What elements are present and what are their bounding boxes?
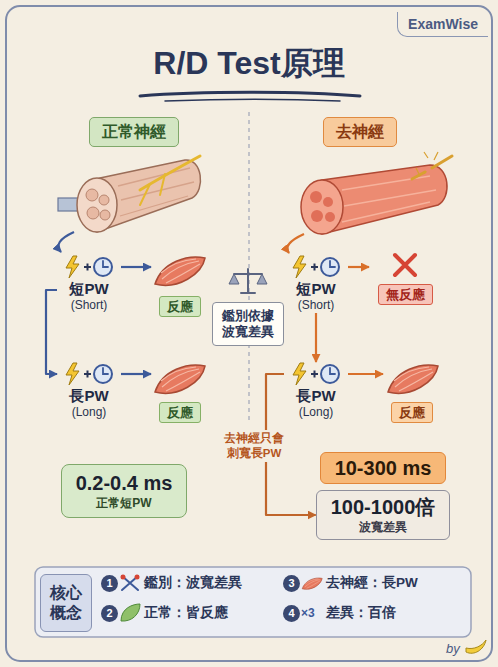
illustration bbox=[121, 575, 126, 580]
node-text: 反應 bbox=[159, 402, 201, 423]
summary-item: 正常：皆反應 bbox=[144, 604, 228, 622]
edge-label: 去神經只會 刺寬長PW bbox=[220, 430, 288, 462]
node-text: 長PW bbox=[284, 387, 348, 405]
illustration bbox=[388, 365, 438, 393]
node-text: 去神經 bbox=[336, 122, 384, 142]
callout-number: 3 bbox=[283, 575, 300, 592]
denervated-muscle-figure bbox=[301, 152, 452, 234]
connector-arrow bbox=[46, 290, 57, 374]
denervated-muscle-figure bbox=[310, 191, 322, 203]
node-text: (Short) bbox=[284, 298, 348, 313]
callout-number: 4 bbox=[283, 605, 300, 622]
signature: by bbox=[446, 641, 460, 657]
brand-tab: ExamWise bbox=[397, 12, 488, 37]
node-text: 正常神經 bbox=[102, 122, 166, 142]
node-text: ExamWise bbox=[408, 15, 478, 33]
illustration bbox=[135, 575, 140, 580]
column-tab: 正常神經 bbox=[89, 117, 179, 147]
denervated-muscle-figure bbox=[325, 212, 335, 222]
illustration bbox=[66, 363, 112, 385]
summary-item: 鑑別：波寬差異 bbox=[144, 574, 242, 592]
illustration bbox=[6, 6, 492, 661]
node-text: 100-1000倍 bbox=[331, 495, 436, 519]
balance-icon bbox=[234, 269, 262, 293]
node-text: 0.2-0.4 ms bbox=[76, 471, 173, 495]
denervated-muscle-figure bbox=[311, 210, 323, 222]
balance-icon bbox=[229, 274, 267, 284]
column-tab: 去神經 bbox=[323, 117, 397, 147]
illustration bbox=[248, 112, 250, 420]
nerve-muscle-figure bbox=[140, 174, 165, 205]
node-text: 正常短PW bbox=[76, 495, 173, 511]
illustration bbox=[165, 100, 340, 102]
icon-label: ×3 bbox=[301, 605, 315, 621]
connector-arrow bbox=[348, 266, 369, 268]
nerve-muscle-figure bbox=[58, 156, 200, 232]
nerve-muscle-figure bbox=[86, 189, 98, 201]
callout-number: 1 bbox=[101, 575, 118, 592]
node-text: 長PW bbox=[57, 387, 121, 405]
balance-icon bbox=[229, 269, 267, 293]
illustration bbox=[287, 234, 304, 253]
illustration bbox=[66, 256, 112, 278]
summary-item: 差異：百倍 bbox=[326, 604, 396, 622]
node-text: 鑑別依據 波寬差異 bbox=[221, 308, 275, 340]
node-text: 波寬差異 bbox=[331, 519, 436, 535]
node-text: (Short) bbox=[57, 298, 121, 313]
nerve-muscle-figure bbox=[100, 210, 110, 220]
illustration bbox=[35, 567, 471, 637]
title: R/D Test原理 bbox=[0, 44, 498, 82]
denervated-muscle-figure bbox=[301, 180, 343, 234]
node-text: 短PW bbox=[57, 280, 121, 298]
node-text: 無反應 bbox=[378, 284, 433, 305]
stimulus-box: 長PW(Long) bbox=[57, 362, 121, 420]
criterion-box: 鑑別依據 波寬差異 bbox=[212, 302, 284, 346]
connector-arrow bbox=[121, 266, 151, 268]
callout-number: 2 bbox=[101, 605, 118, 622]
illustration bbox=[395, 255, 415, 275]
illustration bbox=[293, 256, 339, 278]
value-box: 100-1000倍波寬差異 bbox=[316, 490, 451, 540]
illustration bbox=[140, 92, 360, 96]
denervated-muscle-figure bbox=[416, 152, 438, 176]
illustration bbox=[302, 578, 322, 589]
nerve-muscle-figure bbox=[77, 178, 117, 232]
connector-arrow bbox=[348, 373, 383, 375]
illustration bbox=[155, 365, 205, 393]
value-box: 10-300 ms bbox=[320, 452, 447, 484]
denervated-muscle-figure bbox=[323, 197, 333, 207]
response-box: 反應 bbox=[151, 252, 209, 317]
node-text: 短PW bbox=[284, 280, 348, 298]
node-text: 反應 bbox=[391, 402, 433, 423]
connector-arrow bbox=[315, 313, 317, 362]
nerve-muscle-figure bbox=[87, 207, 99, 219]
denervated-muscle-figure bbox=[342, 176, 436, 222]
node-text: 核心 概念 bbox=[48, 583, 84, 623]
illustration bbox=[155, 257, 205, 285]
node-text: 反應 bbox=[159, 296, 201, 317]
response-box: 反應 bbox=[383, 358, 441, 423]
node-text: 10-300 ms bbox=[335, 456, 432, 480]
value-box: 0.2-0.4 ms正常短PW bbox=[61, 464, 188, 518]
connector-arrow bbox=[121, 373, 151, 375]
node-text: (Long) bbox=[57, 405, 121, 420]
no-response-box: 無反應 bbox=[369, 250, 441, 305]
illustration bbox=[121, 604, 140, 621]
summary-heading: 核心 概念 bbox=[40, 574, 92, 632]
summary-item: 去神經：長PW bbox=[326, 574, 418, 592]
illustration bbox=[466, 640, 486, 653]
illustration bbox=[293, 363, 339, 385]
stimulus-box: 短PW(Short) bbox=[284, 255, 348, 313]
response-box: 反應 bbox=[151, 358, 209, 423]
nerve-muscle-figure bbox=[99, 195, 109, 205]
stimulus-box: 長PW(Long) bbox=[284, 362, 348, 420]
illustration bbox=[58, 232, 74, 252]
nerve-muscle-figure bbox=[118, 168, 194, 216]
stimulus-box: 短PW(Short) bbox=[57, 255, 121, 313]
node-text: (Long) bbox=[284, 405, 348, 420]
